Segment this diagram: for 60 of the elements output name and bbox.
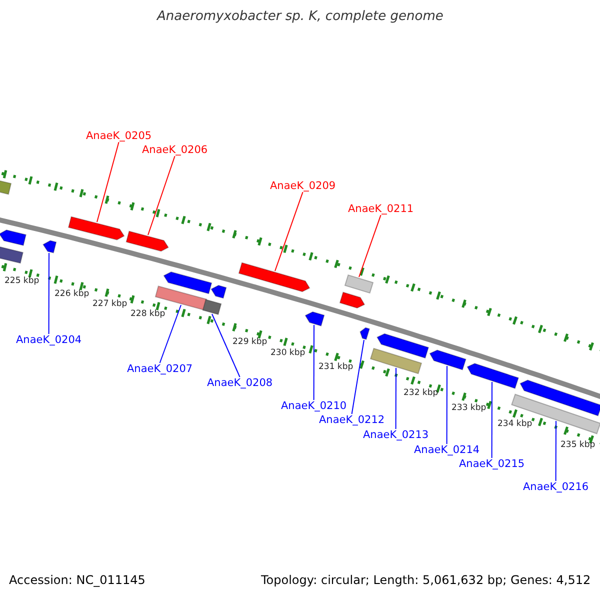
gene-label: AnaeK_0213 xyxy=(363,429,429,442)
position-label: 233 kbp xyxy=(452,404,486,414)
leader-line xyxy=(446,366,448,444)
leader-line xyxy=(212,314,240,378)
gene-feature xyxy=(360,327,370,340)
leader-line xyxy=(395,368,396,430)
gene-label: AnaeK_0215 xyxy=(459,458,525,470)
gene-label: AnaeK_0209 xyxy=(270,180,336,192)
position-label: 232 kbp xyxy=(404,389,438,399)
gene-block xyxy=(154,286,208,310)
gene-feature xyxy=(0,229,27,246)
leader-line xyxy=(274,192,304,272)
position-label: 225 kbp xyxy=(4,277,40,288)
gene-block xyxy=(344,274,374,294)
accession-text: Accession: NC_011145 xyxy=(9,574,146,588)
gene-feature xyxy=(466,363,520,389)
gene-feature xyxy=(376,333,430,359)
gene-feature xyxy=(210,284,227,299)
gene-label: AnaeK_0207 xyxy=(127,363,193,376)
leader-line xyxy=(491,382,492,458)
leader-line xyxy=(313,324,314,400)
gene-label: AnaeK_0208 xyxy=(207,377,273,390)
position-label: 228 kbp xyxy=(130,310,166,320)
gene-feature xyxy=(429,350,466,370)
gene-feature xyxy=(68,216,125,240)
gene-feature xyxy=(238,262,310,292)
gene-block xyxy=(202,298,222,316)
position-label: 227 kbp xyxy=(92,300,128,310)
gene-label: AnaeK_0204 xyxy=(16,334,82,346)
gene-block xyxy=(0,179,12,195)
leader-line xyxy=(358,214,382,278)
genome-stats-text: Topology: circular; Length: 5,061,632 bp; Genes: 4,512 xyxy=(261,574,591,588)
leader-line xyxy=(48,252,50,334)
position-label: 231 kbp xyxy=(318,362,354,373)
leader-line xyxy=(148,156,176,236)
position-label: 235 kbp xyxy=(560,440,596,451)
gene-label: AnaeK_0211 xyxy=(348,203,414,216)
position-label: 230 kbp xyxy=(270,348,306,358)
title: Anaeromyxobacter sp. K, complete genome xyxy=(157,10,444,25)
leader-line xyxy=(96,142,120,222)
leader-line xyxy=(555,420,556,482)
gene-block xyxy=(0,246,24,264)
position-label: 229 kbp xyxy=(232,338,268,348)
gene-feature xyxy=(304,311,325,326)
gene-label: AnaeK_0210 xyxy=(281,400,347,412)
gene-label: AnaeK_0214 xyxy=(414,444,480,456)
gene-feature xyxy=(126,230,169,252)
position-label: 234 kbp xyxy=(498,420,532,430)
gene-label: AnaeK_0212 xyxy=(319,414,385,426)
gene-label: AnaeK_0216 xyxy=(523,481,589,494)
gene-feature xyxy=(163,271,212,294)
leader-line xyxy=(351,340,364,414)
gene-feature xyxy=(520,380,600,416)
gene-block xyxy=(370,348,422,374)
leader-line xyxy=(159,304,182,364)
gene-feature xyxy=(339,292,366,309)
gene-label: AnaeK_0205 xyxy=(86,130,152,142)
position-label: 226 kbp xyxy=(54,290,90,300)
gene-label: AnaeK_0206 xyxy=(142,144,208,156)
gene-feature xyxy=(42,240,57,254)
